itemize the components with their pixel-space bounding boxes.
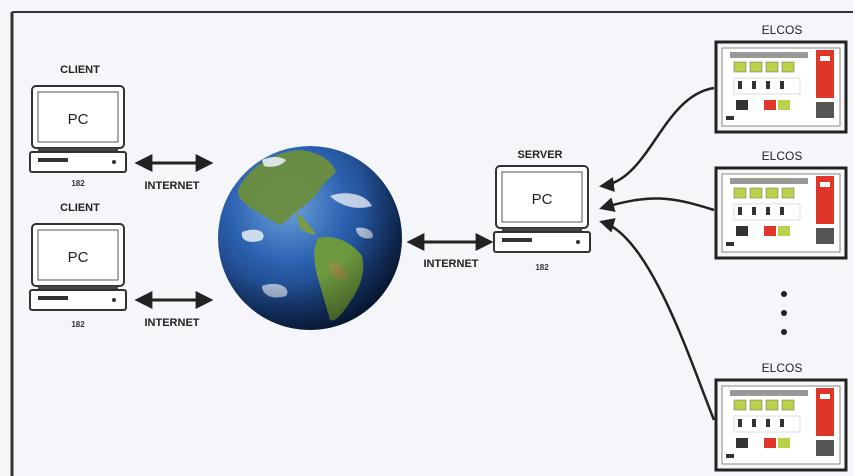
device-title: ELCOS <box>762 23 803 37</box>
elcos-device-icon <box>716 42 846 132</box>
client-pc-1: CLIENT PC 182 <box>30 64 126 188</box>
device-3-connection <box>602 222 714 420</box>
device-title: ELCOS <box>762 149 803 163</box>
client-id-label: 182 <box>71 320 85 329</box>
device-2-connection <box>602 198 714 210</box>
monitor-label: PC <box>68 111 89 128</box>
device-1-connection <box>602 88 714 186</box>
server-pc: SERVER PC 182 <box>494 149 590 272</box>
server-title: SERVER <box>517 149 562 161</box>
more-devices-ellipsis <box>781 291 787 335</box>
elcos-device-icon <box>716 168 846 258</box>
globe-icon <box>218 146 402 330</box>
client-title: CLIENT <box>60 64 100 76</box>
client-1-link-label: INTERNET <box>145 180 200 192</box>
server-link-label: INTERNET <box>424 258 479 270</box>
device-title: ELCOS <box>762 361 803 375</box>
client-pc-2: CLIENT PC 182 <box>30 202 126 329</box>
client-title: CLIENT <box>60 202 100 214</box>
client-id-label: 182 <box>71 179 85 188</box>
monitor-label: PC <box>532 191 553 208</box>
elcos-device-icon <box>716 380 846 470</box>
client-2-link-label: INTERNET <box>145 317 200 329</box>
monitor-label: PC <box>68 249 89 266</box>
server-id-label: 182 <box>535 263 549 272</box>
